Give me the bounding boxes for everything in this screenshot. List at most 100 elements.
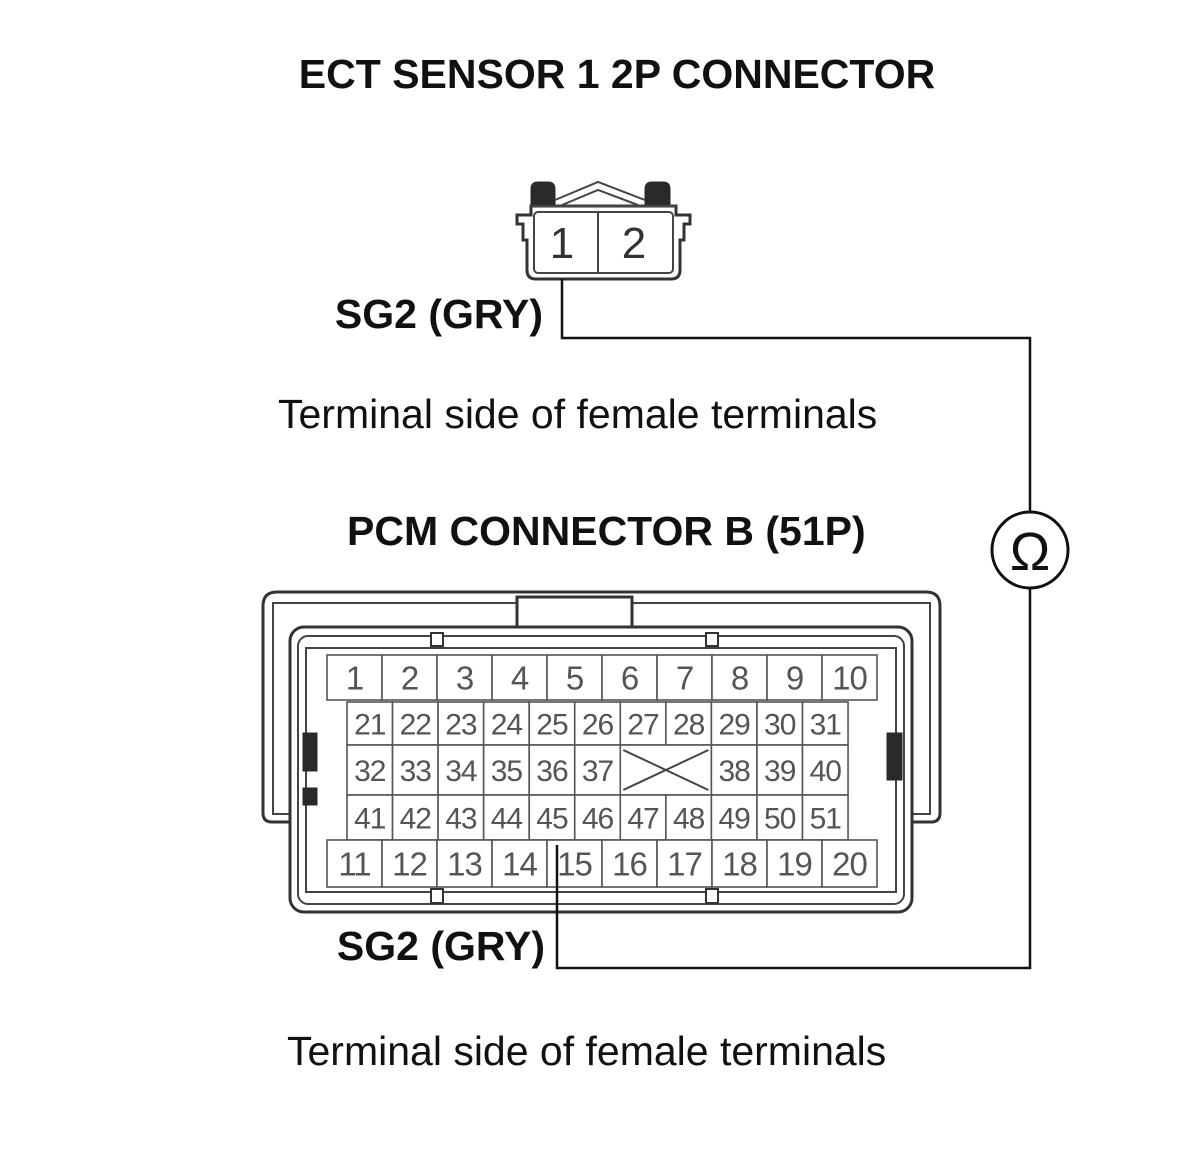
pcm-terminal-number: 6 [621,659,638,696]
pcm-terminal-cell [601,654,658,701]
pcm-terminal-number: 33 [400,755,432,788]
pcm-terminal-cell [346,744,394,796]
ect-sensor-connector: 1 2 [515,180,692,281]
pcm-terminal-number: 1 [346,659,363,696]
pcm-terminal-number: 45 [536,802,568,835]
pcm-terminal-cell [801,701,849,746]
pcm-terminal-cell [573,701,622,746]
pcm-terminal-number: 2 [401,659,418,696]
pcm-terminal-number: 48 [673,802,705,835]
pcm-terminal-cell [656,839,713,888]
pcm-terminal-number: 35 [491,755,523,788]
pcm-terminal-number: 50 [764,802,796,835]
pcm-terminal-cell [546,654,603,701]
pcm-terminal-number: 34 [445,755,477,788]
pcm-terminal-number: 21 [354,708,386,741]
pcm-terminal-number: 38 [718,755,750,788]
pcm-terminal-number: 17 [667,845,702,882]
pcm-terminal-cell [491,654,548,701]
ect-wire-label: SG2 (GRY) [335,291,543,337]
pcm-terminal-number: 41 [354,802,386,835]
pcm-terminal-number: 37 [582,755,614,788]
pcm-top-key-left [430,632,444,647]
pcm-terminal-number: 27 [627,708,659,741]
pcm-terminal-cell [391,701,439,746]
pcm-terminal-number: 43 [445,802,477,835]
pcm-left-lock-square [302,787,318,806]
ect-connector-left-post [530,181,556,207]
pcm-terminal-cell [391,794,439,841]
pcm-terminal-number: 24 [491,708,523,741]
pcm-terminal-number: 3 [456,659,473,696]
pcm-terminal-cell [766,654,823,701]
pcm-terminal-cell [436,654,493,701]
ect-caption: Terminal side of female terminals [278,391,877,437]
ect-connector-inner-frame [533,211,674,274]
sg2-wire-pcm-side [555,588,1032,970]
pcm-terminal-number: 19 [777,845,812,882]
pcm-terminal-number: 44 [491,802,523,835]
pcm-terminal-cell [326,839,383,888]
pcm-terminal-cell [766,839,823,888]
pcm-top-key-right [705,632,719,647]
pcm-left-lock-bar [302,732,318,772]
pcm-terminal-number: 23 [445,708,477,741]
pcm-unused-cavity-cross [622,749,709,791]
pcm-terminal-cell [756,794,804,841]
pcm-connector-title: PCM CONNECTOR B (51P) [347,508,866,554]
pcm-terminal-number: 15 [557,845,592,882]
pcm-lock-latch [515,595,634,631]
pcm-terminal-number: 25 [536,708,568,741]
pcm-terminal-number: 31 [810,708,842,741]
pcm-terminal-cell [821,654,878,701]
pcm-terminal-cell [528,794,576,841]
ohm-symbol: Ω [1010,522,1050,582]
ect-connector-title: ECT SENSOR 1 2P CONNECTOR [299,51,935,97]
pcm-terminal-number: 26 [582,708,614,741]
pcm-terminal-number: 22 [400,708,432,741]
pcm-terminal-number: 11 [338,845,370,882]
pcm-terminal-number: 18 [722,845,757,882]
pcm-terminal-cell [656,654,713,701]
pcm-terminal-cell [601,839,658,888]
pcm-bottom-key-right [705,888,719,904]
pcm-terminal-number: 20 [832,845,867,882]
pcm-terminal-number: 46 [582,802,614,835]
pcm-right-lock-bar [886,732,903,781]
pcm-terminal-number: 9 [786,659,803,696]
pcm-terminal-number: 40 [810,755,842,788]
pcm-caption: Terminal side of female terminals [287,1028,886,1074]
pcm-terminal-cell [482,744,530,796]
pcm-terminal-cell [381,839,438,888]
pcm-terminal-number: 30 [764,708,796,741]
pcm-terminal-cell [619,794,667,841]
pcm-terminal-cell [436,839,493,888]
pcm-terminal-cell [528,701,576,746]
pcm-terminal-number: 51 [810,802,842,835]
pcm-terminal-number: 10 [832,659,867,696]
pcm-inner-housing-line [297,635,905,905]
ect-connector-right-post [644,181,671,207]
pcm-terminal-cell [573,794,622,841]
pcm-terminal-number: 8 [731,659,748,696]
pcm-terminal-cell [346,701,394,746]
pcm-terminal-number: 13 [447,845,482,882]
pcm-terminal-number: 4 [511,659,529,696]
ect-connector-lock-roof [531,180,676,207]
pcm-terminal-number: 39 [764,755,796,788]
ect-terminal-1: 1 [550,219,574,268]
pcm-terminal-number: 7 [676,659,693,696]
pcm-terminal-number: 49 [718,802,750,835]
pcm-terminal-number: 36 [536,755,568,788]
pcm-bottom-key-left [430,888,444,904]
ect-connector-body [515,204,692,281]
pcm-terminal-cell [821,839,878,888]
pcm-terminal-number: 32 [354,755,386,788]
pcm-terminal-cell [711,654,768,701]
pcm-terminal-cell [756,744,804,796]
pcm-terminal-number: 5 [566,659,583,696]
pcm-terminal-cell [381,654,438,701]
pcm-wire-label: SG2 (GRY) [337,923,545,969]
